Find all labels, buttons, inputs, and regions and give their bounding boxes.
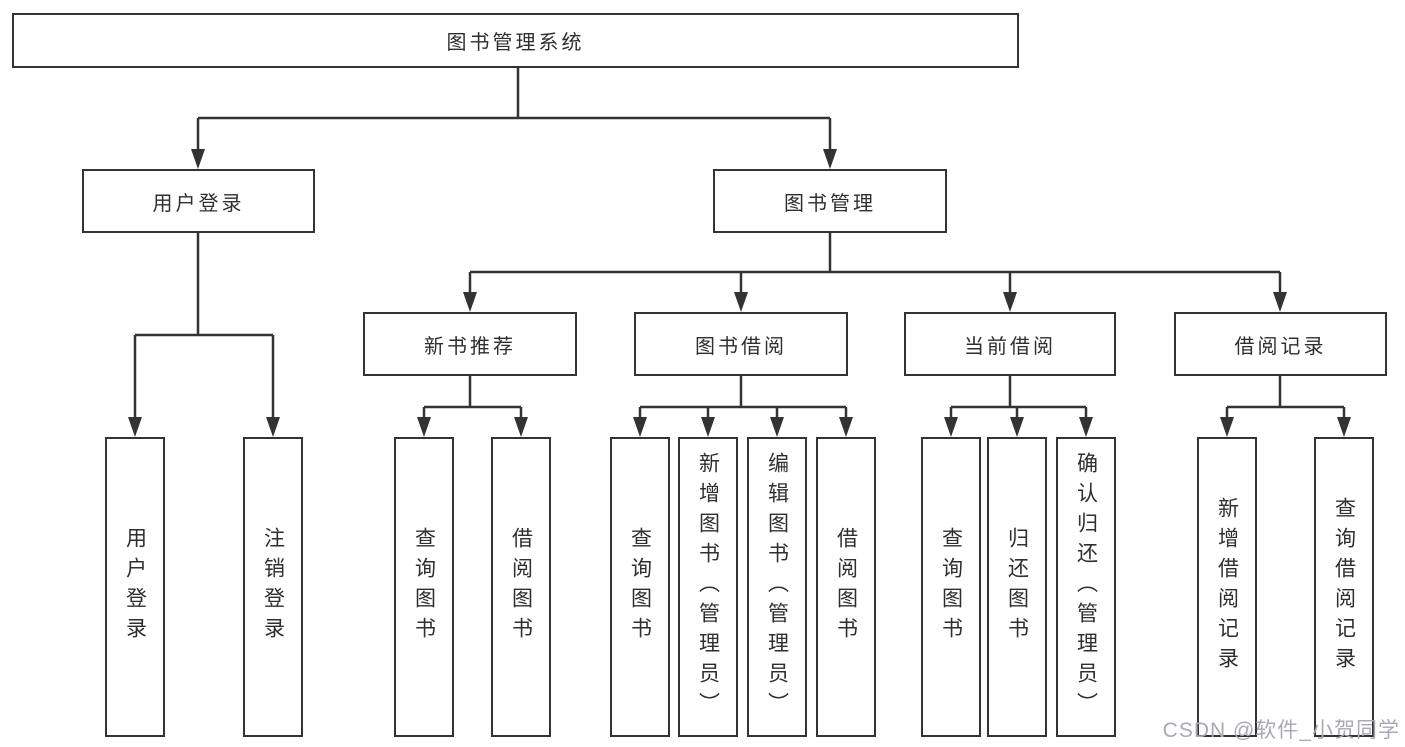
node-new-book-rec-label: 新书推荐: [424, 335, 516, 358]
leaf-return-book: 归还图书: [987, 437, 1047, 737]
leaf-edit-book-admin-label: 编辑图书（管理员）: [765, 452, 789, 722]
arrowhead-icon: [734, 292, 748, 312]
node-book-borrow: 图书借阅: [634, 312, 848, 376]
leaf-add-borrow-record-label: 新增借阅记录: [1215, 497, 1239, 677]
arrowhead-icon: [1079, 417, 1093, 437]
leaf-user-login: 用户登录: [105, 437, 165, 737]
leaf-query-borrow-record: 查询借阅记录: [1314, 437, 1374, 737]
connector-book-mgmt-to-level3: [468, 233, 1282, 293]
arrowhead-icon: [514, 417, 528, 437]
node-user-login: 用户登录: [82, 169, 315, 233]
leaf-user-login-label: 用户登录: [123, 527, 147, 647]
node-current-borrow-label: 当前借阅: [964, 335, 1056, 358]
connector-current-borrow-to-leaves: [949, 376, 1088, 418]
arrowhead-icon: [633, 417, 647, 437]
node-new-book-rec: 新书推荐: [363, 312, 577, 376]
node-borrow-record-label: 借阅记录: [1234, 335, 1327, 358]
arrowhead-icon: [1337, 417, 1351, 437]
arrowhead-icon: [839, 417, 853, 437]
connector-book-borrow-to-leaves: [638, 376, 848, 418]
node-root: 图书管理系统: [12, 13, 1019, 68]
connector-borrow-record-to-leaves: [1225, 376, 1346, 418]
arrowhead-icon: [1220, 417, 1234, 437]
node-book-mgmt-label: 图书管理: [784, 192, 876, 215]
leaf-query-book-under-new-book-rec: 查询图书: [394, 437, 454, 737]
leaf-borrow-book-label: 借阅图书: [509, 527, 533, 647]
leaf-query-book-label: 查询图书: [412, 527, 436, 647]
connector-root-to-level2: [196, 68, 832, 150]
connector-new-book-rec-to-leaves: [422, 376, 523, 418]
node-root-label: 图书管理系统: [446, 32, 585, 54]
leaf-add-borrow-record: 新增借阅记录: [1197, 437, 1257, 737]
leaf-logout-label: 注销登录: [261, 527, 285, 647]
leaf-return-book-label: 归还图书: [1005, 527, 1029, 647]
arrowhead-icon: [1273, 292, 1287, 312]
arrowhead-icon: [1010, 417, 1024, 437]
arrowhead-icon: [944, 417, 958, 437]
node-current-borrow: 当前借阅: [904, 312, 1116, 376]
arrowhead-icon: [823, 149, 837, 169]
leaf-query-book-label: 查询图书: [628, 527, 652, 647]
leaf-query-book-under-current-borrow: 查询图书: [921, 437, 981, 737]
leaf-confirm-return-admin-label: 确认归还（管理员）: [1074, 452, 1098, 722]
leaf-borrow-book-under-book-borrow: 借阅图书: [816, 437, 876, 737]
arrowhead-icon: [191, 149, 205, 169]
node-book-borrow-label: 图书借阅: [695, 335, 787, 358]
arrowhead-icon: [701, 417, 715, 437]
node-user-login-label: 用户登录: [152, 192, 245, 215]
arrowhead-icon: [463, 292, 477, 312]
leaf-add-book-admin: 新增图书（管理员）: [678, 437, 738, 737]
arrowhead-icon: [1003, 292, 1017, 312]
leaf-query-book-label: 查询图书: [939, 527, 963, 647]
arrowhead-icon: [128, 417, 142, 437]
leaf-query-borrow-record-label: 查询借阅记录: [1332, 497, 1356, 677]
arrowhead-icon: [266, 417, 280, 437]
arrowhead-icon: [770, 417, 784, 437]
connector-user-login-to-leaves: [133, 233, 275, 418]
leaf-confirm-return-admin: 确认归还（管理员）: [1056, 437, 1116, 737]
arrowhead-icon: [417, 417, 431, 437]
leaf-edit-book-admin: 编辑图书（管理员）: [747, 437, 807, 737]
leaf-borrow-book-under-new-book-rec: 借阅图书: [491, 437, 551, 737]
watermark: CSDN @软件_小贺同学: [1162, 719, 1400, 742]
leaf-borrow-book-label: 借阅图书: [834, 527, 858, 647]
node-borrow-record: 借阅记录: [1174, 312, 1387, 376]
node-book-mgmt: 图书管理: [713, 169, 947, 233]
leaf-add-book-admin-label: 新增图书（管理员）: [696, 452, 720, 722]
leaf-query-book-under-book-borrow: 查询图书: [610, 437, 670, 737]
leaf-logout: 注销登录: [243, 437, 303, 737]
arrowheads: [128, 149, 1351, 437]
